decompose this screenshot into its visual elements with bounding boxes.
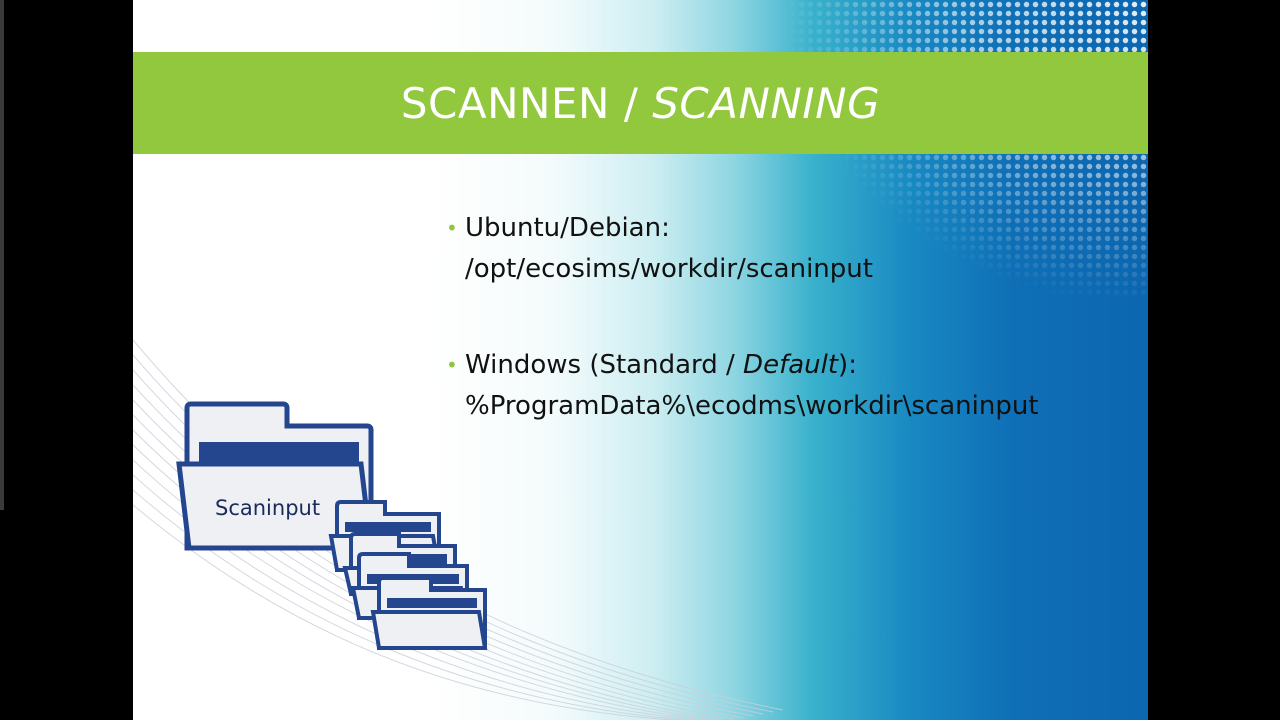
title-italic-text: SCANNING (652, 78, 881, 128)
video-left-edge (0, 0, 4, 510)
bullet-heading-italic: Default (743, 350, 839, 380)
title-main-text: SCANNEN / (400, 78, 653, 128)
bullet-heading: Ubuntu/Debian: (465, 213, 670, 243)
bullet-dot-icon: • (446, 353, 458, 377)
bullet-item-windows: • Windows (Standard / Default): %Program… (443, 345, 1143, 427)
folder-label: Scaninput (215, 496, 321, 520)
bullet-heading-prefix: Windows (Standard / (465, 350, 744, 380)
presentation-slide: SCANNEN / SCANNING • Ubuntu/Debian: /opt… (133, 0, 1148, 720)
bullet-path: /opt/ecosims/workdir/scaninput (465, 254, 873, 284)
bullet-path: %ProgramData%\ecodms\workdir\scaninput (465, 391, 1039, 421)
bullet-item-ubuntu: • Ubuntu/Debian: /opt/ecosims/workdir/sc… (443, 208, 1143, 290)
slide-title: SCANNEN / SCANNING (401, 79, 880, 128)
bullet-heading-suffix: ): (838, 350, 857, 380)
bullet-heading: Windows (Standard / Default): (465, 345, 1143, 386)
bullet-dot-icon: • (446, 216, 458, 240)
small-folder-icon-4 (370, 576, 488, 650)
bullet-list: • Ubuntu/Debian: /opt/ecosims/workdir/sc… (443, 208, 1143, 482)
folder-stack-illustration (176, 401, 488, 650)
title-bar: SCANNEN / SCANNING (133, 52, 1148, 154)
large-folder-icon (176, 401, 374, 551)
